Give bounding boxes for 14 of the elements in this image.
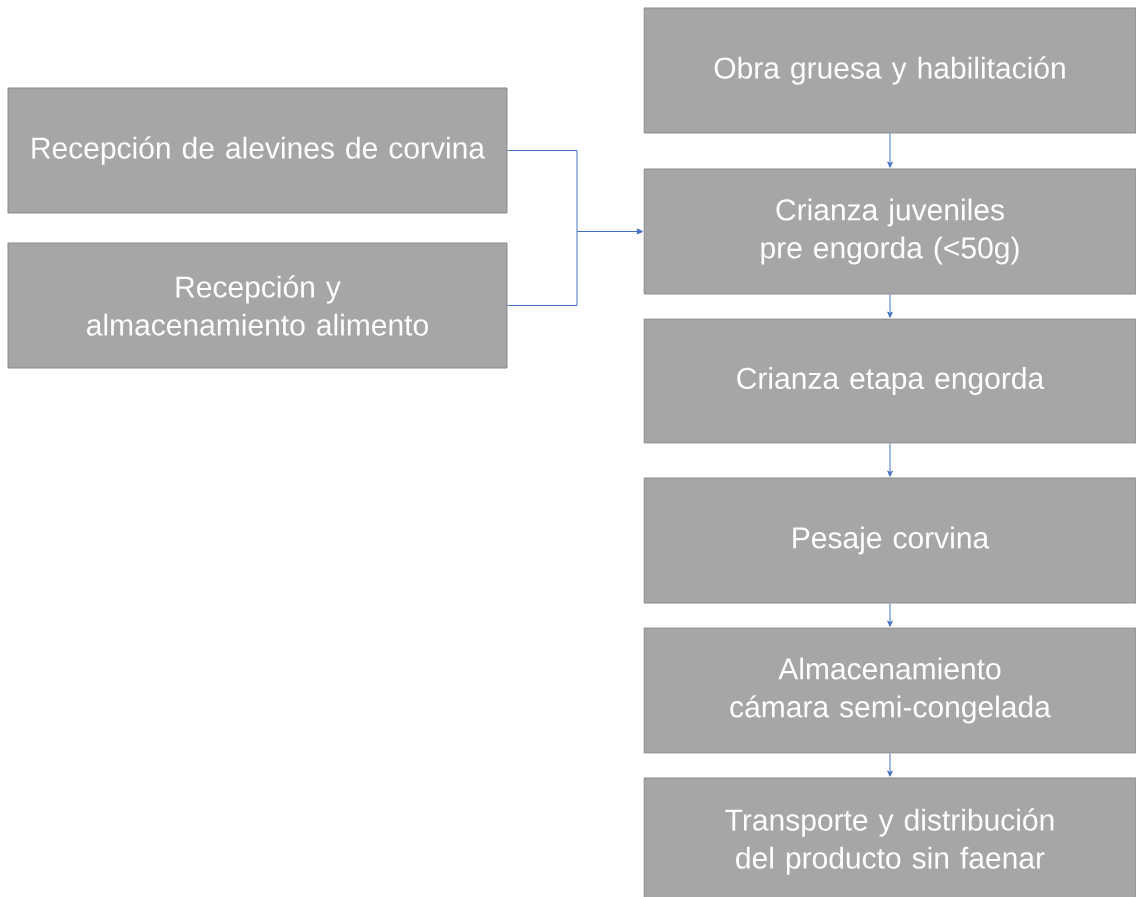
arrow: [507, 228, 643, 306]
arrow: [887, 133, 893, 168]
process-box: Recepción y almacenamiento alimento: [7, 242, 508, 369]
arrow: [887, 443, 893, 477]
arrow: [887, 294, 893, 318]
process-box: Pesaje corvina: [643, 477, 1136, 604]
process-box: Transporte y distribución del producto sin faenar: [643, 777, 1136, 897]
process-box: Crianza etapa engorda: [643, 318, 1136, 444]
arrow: [887, 753, 893, 777]
process-box: Crianza juveniles pre engorda (<50g): [643, 168, 1136, 295]
arrow: [887, 603, 893, 627]
process-box: Almacenamiento cámara semi-congelada: [643, 627, 1136, 754]
process-box: Obra gruesa y habilitación: [643, 7, 1136, 134]
process-box: Recepción de alevines de corvina: [7, 87, 508, 214]
